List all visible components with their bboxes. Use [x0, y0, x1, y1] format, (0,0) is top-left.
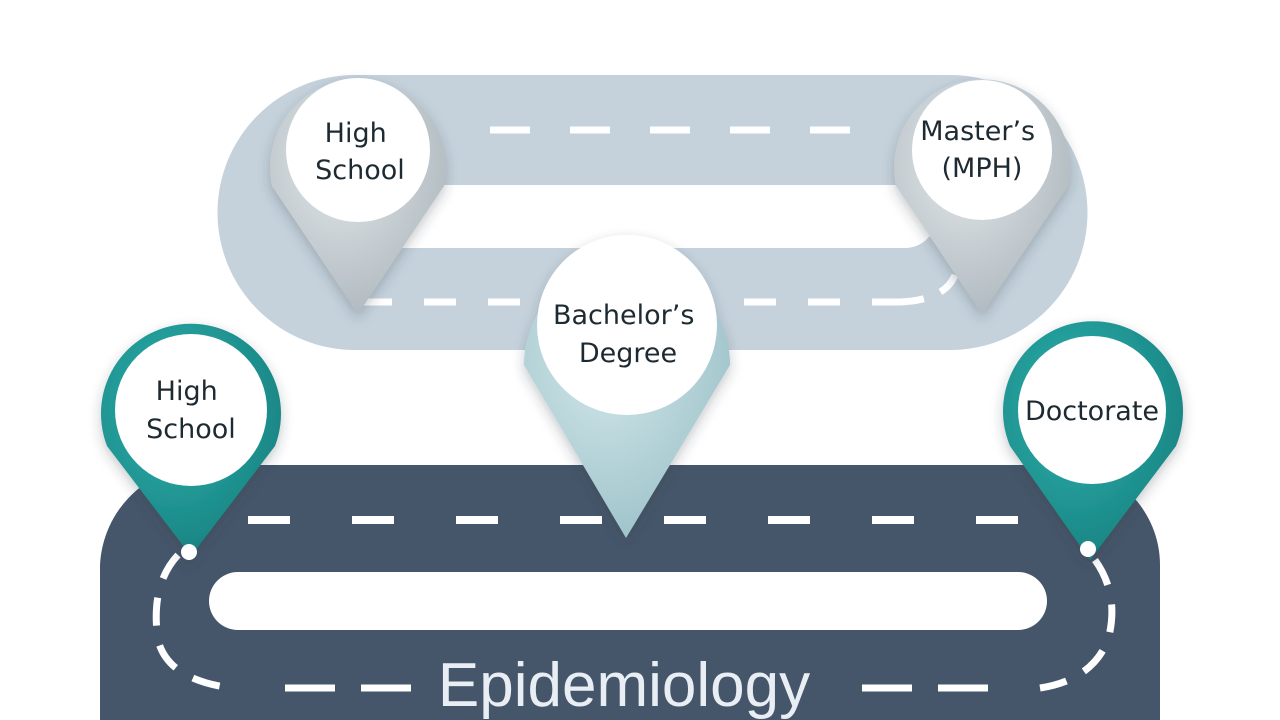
lower-road-track — [100, 464, 1160, 720]
pin-lower-doctorate — [1003, 321, 1184, 560]
lower-road-left-curve-dashes — [152, 552, 233, 692]
pin-upper-high-school — [270, 78, 447, 314]
pin-lower-high-school — [101, 323, 281, 560]
lower-road-right-curve-dashes — [1039, 557, 1116, 692]
road-title: Epidemiology — [438, 651, 810, 720]
pin-upper-high-school-label: High School — [315, 118, 405, 186]
lower-road: Epidemiology — [100, 464, 1160, 720]
upper-road-curve-dashes — [899, 273, 959, 306]
pin-upper-bachelors-label: Bachelor’s Degree — [553, 300, 703, 369]
pin-upper-masters — [894, 79, 1070, 314]
pin-upper-masters-label: Master’s (MPH) — [920, 116, 1043, 184]
pin-lower-doctorate-dot — [1080, 541, 1096, 557]
pin-upper-bachelors — [524, 235, 730, 538]
pin-lower-doctorate-label: Doctorate — [1025, 396, 1159, 427]
pin-lower-high-school-label: High School — [146, 376, 236, 445]
pin-lower-high-school-dot — [181, 544, 197, 560]
